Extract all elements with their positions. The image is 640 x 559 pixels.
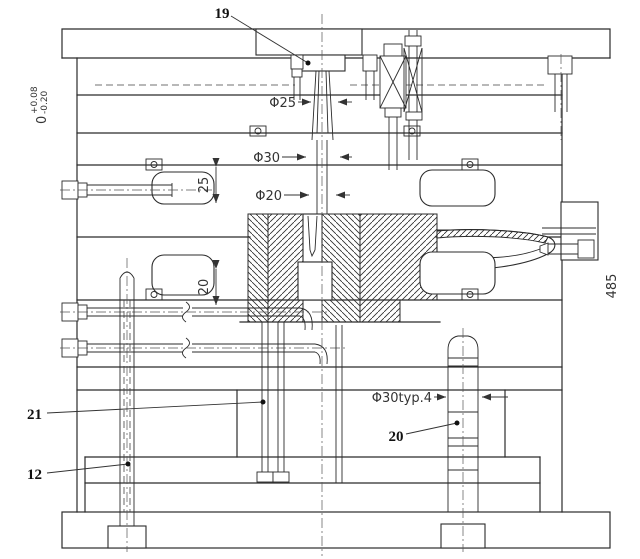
latch-bolt xyxy=(539,239,595,259)
side-bolt-upper xyxy=(60,180,212,200)
part-label-19: 19 xyxy=(215,6,230,22)
part-label-12: 12 xyxy=(27,467,42,483)
dim-lower-diameter: Φ20 xyxy=(255,189,282,204)
cap-screw-right xyxy=(547,54,573,140)
dim-gap-tolerance: 0 +0.08 -0.20 xyxy=(30,86,50,124)
guide-pillar xyxy=(107,258,147,552)
part-label-20: 20 xyxy=(389,429,404,445)
dim-upper-height: 25 xyxy=(197,177,212,194)
support-pillar xyxy=(440,328,486,552)
side-bolts xyxy=(60,180,345,365)
spring-screw-b xyxy=(403,30,423,160)
gap-tolerance-minus: -0.20 xyxy=(40,90,50,114)
relief-features xyxy=(151,169,496,296)
part-callouts: 19 21 12 20 xyxy=(27,6,460,483)
sprue-retainer-screw-right xyxy=(362,54,378,100)
spring-screw-a xyxy=(379,43,407,170)
sprue-bushing-assembly xyxy=(255,28,378,214)
spring-screw-assemblies xyxy=(379,30,573,170)
dim-mid-diameter: Φ30 xyxy=(253,151,280,166)
dim-lower-height: 20 xyxy=(197,279,212,296)
gap-main-value: 0 xyxy=(35,116,50,124)
return-rod-upper xyxy=(60,301,330,331)
center-pocket xyxy=(297,261,333,301)
dim-pillar-diameter: Φ30typ.4 xyxy=(372,391,432,406)
ejector-pins xyxy=(256,322,343,483)
locating-ring xyxy=(255,28,363,56)
dim-overall-height: 485 xyxy=(605,274,620,299)
return-rod-lower xyxy=(60,337,345,365)
bottom-clamp-plate xyxy=(61,511,611,549)
dimensions: Φ25 Φ30 Φ20 25 20 Φ30typ.4 485 0 +0.08 -… xyxy=(30,86,620,406)
dim-sprue-diameter: Φ25 xyxy=(269,96,296,111)
gap-tolerance-plus: +0.08 xyxy=(30,86,40,114)
core-insert-block xyxy=(247,213,461,323)
side-latch-bracket xyxy=(539,201,599,261)
part-label-21: 21 xyxy=(27,407,42,423)
